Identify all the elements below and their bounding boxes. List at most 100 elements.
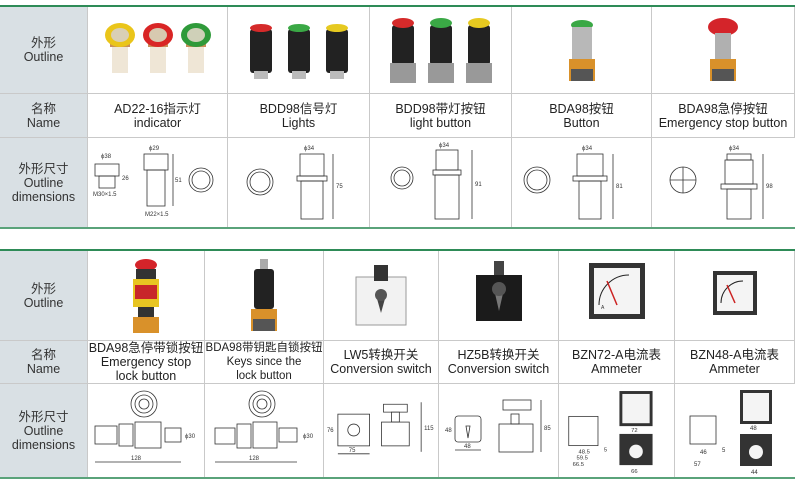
dimension-label: 5 [604,447,607,453]
header-zh: 外形尺寸 [18,161,69,176]
product-image-bda98-emergency [652,7,795,94]
header-en: Outline [23,295,64,310]
dimension-label: 85 [544,426,551,432]
dimension-label: ϕ29 [149,146,160,152]
dimension-label: ϕ34 [439,143,450,149]
header-en: Outline [23,50,64,64]
name-zh: BDA98急停按钮 [678,101,768,116]
dimension-label: M30×1.5 [93,192,117,198]
name-en: Conversion switch [447,362,550,376]
name-en: lock button [115,369,177,383]
product-image-bda98-emergency-lock [88,251,205,341]
dimension-label: 66.5 [573,462,584,468]
header-en: Name [26,362,61,376]
dimension-label: ϕ30 [185,434,196,440]
header-zh: 名称 [30,101,56,116]
dimension-label: 66 [631,468,637,474]
product-image-hz5b [439,251,559,341]
dimension-label: ϕ30 [303,434,314,440]
name-en: light button [409,115,472,130]
header-en: dimensions [11,437,76,452]
name-zh: BDA98带钥匙自锁按钮 [205,342,323,354]
dimension-label: ϕ34 [729,146,740,152]
header-zh: 外形尺寸 [18,409,69,424]
dimension-drawing: ϕ30 128 [88,384,205,477]
lamp-red [142,23,173,73]
product-image-bda98-key-lock [205,251,324,341]
dimension-drawing: ϕ34 81 [512,138,652,227]
dimension-label: 44 [751,470,758,476]
header-zh: 外形 [30,36,56,50]
dimension-label: 48 [464,444,471,450]
dimension-label: 26 [122,176,129,182]
dimension-label: 128 [131,456,142,462]
name-en: lock button [236,370,292,382]
dimension-label: 81 [616,184,623,190]
name-zh: BZN72-A电流表 [572,348,661,362]
dimension-label: 51 [175,178,182,184]
dimension-label: 128 [249,456,260,462]
dimension-label: ϕ34 [582,146,593,152]
dimension-label: 75 [349,447,356,453]
dimension-drawing: ϕ34 91 [370,138,512,227]
header-en: Outline [23,175,64,190]
lamp-yellow [104,23,135,73]
dimension-label: 48 [750,426,757,432]
dimension-label: 75 [336,184,343,190]
dimension-label: 76 [327,427,334,433]
name-en: Ammeter [591,362,642,376]
dimension-label: M22×1.5 [145,212,169,218]
product-image-lw5 [324,251,439,341]
dimension-label: 5 [722,448,726,454]
name-en: indicator [133,115,182,130]
dimension-drawing: ϕ30 128 [205,384,324,477]
product-image-ad22 [88,7,228,94]
product-image-bdd98-light [228,7,370,94]
name-zh: AD22-16指示灯 [114,101,201,116]
name-en: Button [563,115,600,130]
header-zh: 名称 [30,348,56,362]
dimension-label: 91 [475,182,482,188]
dimension-label: ϕ34 [304,146,315,152]
product-name: BDA98带钥匙自锁按钮 Keys since the lock button [205,341,324,384]
dimension-label: 48 [445,428,452,434]
dimension-drawing: 76 75 115 [324,384,439,477]
dimension-label: 46 [700,450,707,456]
name-en: Conversion switch [330,362,432,376]
lamp-green [180,23,211,73]
dimension-label: 48.5 [578,449,589,455]
dimension-label: 98 [766,184,773,190]
name-en: Ammeter [709,362,760,376]
dimension-drawing: ϕ34 98 [652,138,795,227]
name-zh: LW5转换开关 [343,348,419,362]
name-zh: HZ5B转换开关 [457,348,540,362]
dimension-label: 59.5 [577,455,588,461]
product-image-bzn48 [675,251,795,341]
dimension-label: 72 [631,427,637,433]
product-image-bda98-button [512,7,652,94]
name-zh: BDD98信号灯 [259,101,338,116]
name-zh: BZN48-A电流表 [690,348,779,362]
name-en: Keys since the [226,356,302,368]
name-zh: BDD98带灯按钮 [395,101,486,116]
dimension-label: 115 [424,426,434,432]
header-en: Name [26,115,61,130]
product-image-bdd98-button [370,7,512,94]
name-zh: BDA98按钮 [549,101,614,116]
